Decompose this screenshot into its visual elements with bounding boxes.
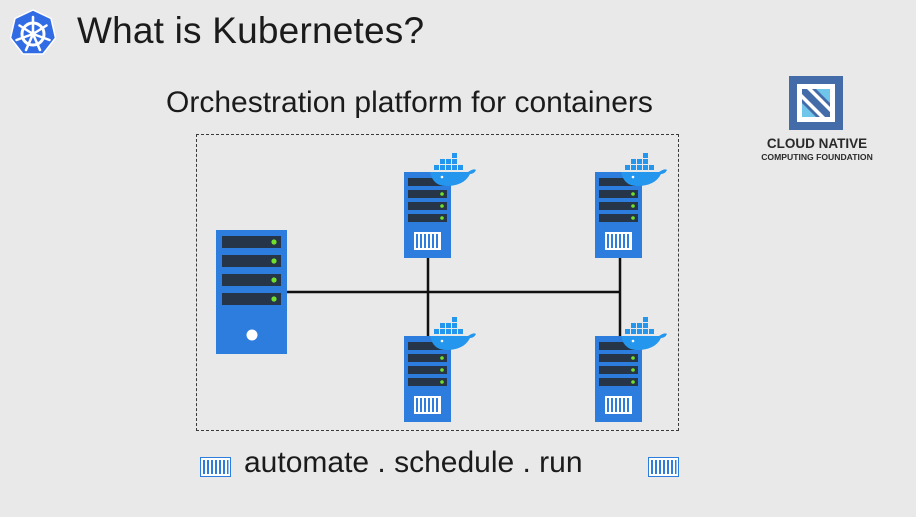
cncf-logo: CLOUD NATIVE COMPUTING FOUNDATION: [756, 76, 878, 166]
docker-whale-icon: [621, 153, 667, 186]
worker-server-icon: [595, 336, 642, 422]
subtitle: Orchestration platform for containers: [166, 86, 653, 119]
docker-whale-icon: [621, 317, 667, 350]
worker-server-icon: [404, 172, 451, 258]
worker-server-icon: [595, 172, 642, 258]
master-server-icon: [216, 230, 287, 354]
tagline-text: automate . schedule . run: [244, 446, 583, 479]
container-icon: [200, 457, 231, 477]
network-links: [287, 258, 622, 338]
cncf-logo-line2: COMPUTING FOUNDATION: [761, 152, 873, 162]
cncf-mark-icon: [789, 76, 843, 130]
docker-whale-icon: [430, 317, 476, 350]
docker-whale-icon: [430, 153, 476, 186]
page-title: What is Kubernetes?: [77, 10, 425, 51]
kubernetes-logo-icon: [9, 9, 57, 55]
container-icon: [648, 457, 679, 477]
cluster-boundary: [196, 134, 679, 431]
cncf-logo-line1: CLOUD NATIVE: [766, 136, 868, 151]
worker-server-icon: [404, 336, 451, 422]
tagline: automate . schedule . run: [196, 446, 690, 486]
